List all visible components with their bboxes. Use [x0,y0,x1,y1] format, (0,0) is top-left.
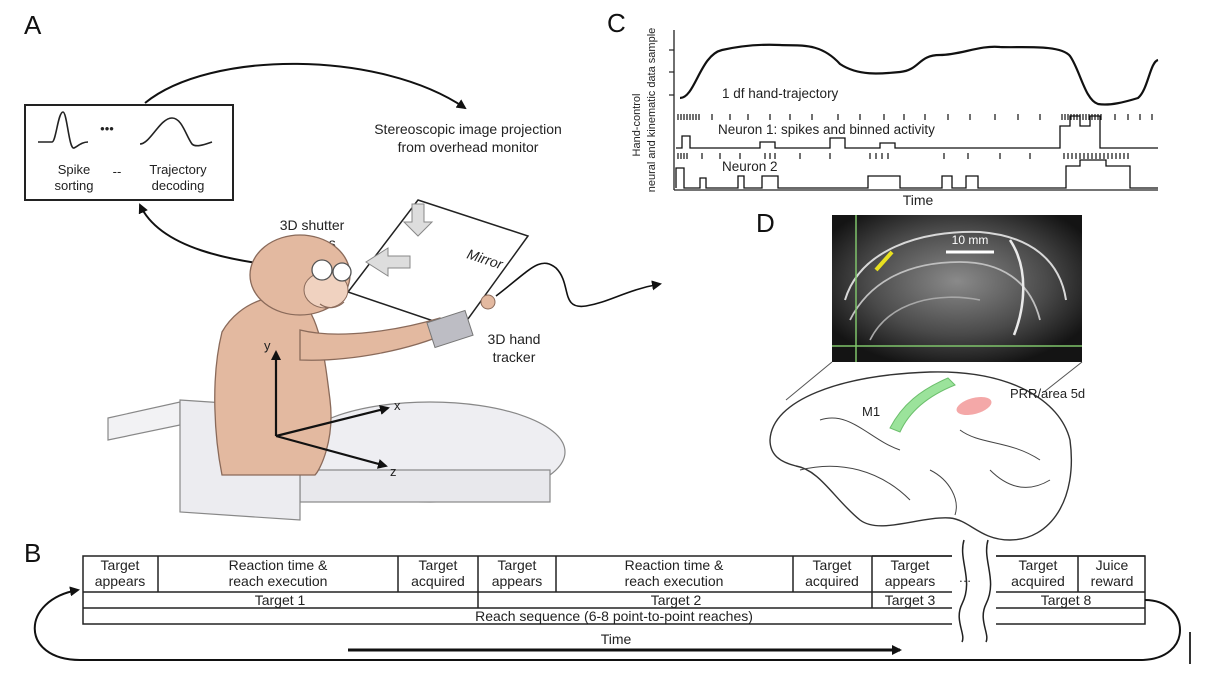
primate-chair [107,399,566,521]
coordinate-axes: y x z [264,338,401,479]
projection-arrow-left [365,247,411,277]
ylabel-line-1: Hand-control [631,94,643,157]
neuron-1-spike-raster [677,114,1153,120]
cell-target-2: Target 2 [651,592,702,608]
spike-sorting-label-1: Spike [58,162,91,177]
tracker-cable [495,262,662,308]
projection-arrow-down [402,203,434,237]
panel-c-xlabel: Time [903,192,934,208]
trace-label-neuron-2: Neuron 2 [722,159,778,174]
panel-label-b: B [24,538,41,568]
cell-target-appears-1-b: appears [95,573,146,589]
decoding-box: ••• -- Spike sorting Trajectory decoding [24,104,234,201]
trajectory-decoding-label-2: decoding [152,178,205,193]
cell-target-acquired-1-a: Target [419,557,458,573]
neuron-2-spike-raster [677,153,1129,159]
break-mark-left [958,539,968,643]
cell-target-acquired-8-b: acquired [1011,573,1065,589]
arrow-to-monitor [144,62,467,110]
hand-tracker-label-1: 3D hand [488,331,541,347]
cell-target-acquired-2-a: Target [813,557,852,573]
cell-target-acquired-8-a: Target [1019,557,1058,573]
cell-target-acquired-2-b: acquired [805,573,859,589]
cell-target-appears-3-b: appears [885,573,936,589]
scale-bar-label: 10 mm [952,233,989,247]
neuron-2-binned-activity [675,159,1158,189]
m1-region [889,377,956,433]
cell-target-1: Target 1 [255,592,306,608]
stereo-label-2: from overhead monitor [398,139,539,155]
panel-label-c: C [607,8,626,38]
spike-waveform [38,111,89,149]
ylabel-line-2: neural and kinematic data sample [646,28,658,192]
cell-target-appears-1-a: Target [101,557,140,573]
hand-trajectory-trace [679,43,1159,106]
zoom-line-right [1043,361,1083,393]
ellipsis-dots: ••• [100,121,114,136]
cell-target-acquired-1-b: acquired [411,573,465,589]
cell-reaction-2-b: reach execution [625,573,724,589]
hand-tracker-label-2: tracker [493,349,536,365]
trace-label-hand: 1 df hand-trajectory [722,86,839,101]
axis-label-x: x [394,398,401,413]
cell-target-3: Target 3 [885,592,936,608]
brain-outline: M1 PRR/area 5d [769,371,1085,541]
panel-c-ylabel: Hand-control neural and kinematic data s… [631,28,658,192]
cell-target-8: Target 8 [1041,592,1092,608]
cell-reach-sequence: Reach sequence (6-8 point-to-point reach… [475,608,753,624]
timeline-gap-ellipsis: … [959,570,972,585]
prr-label: PRR/area 5d [1010,386,1085,401]
cell-target-appears-2-b: appears [492,573,543,589]
panel-label-a: A [24,10,42,40]
dash-separator: -- [113,164,122,179]
stereo-label-1: Stereoscopic image projection [374,121,562,137]
time-label: Time [601,631,632,647]
spike-sorting-label-2: sorting [54,178,93,193]
break-mark-right [982,539,992,643]
trajectory-waveform [139,117,213,147]
panel-c-axes [669,30,1158,191]
cell-reaction-1-b: reach execution [229,573,328,589]
mri-image: 10 mm [832,215,1082,362]
cell-reaction-2-a: Reaction time & [625,557,724,573]
cell-target-appears-2-a: Target [498,557,537,573]
cell-target-appears-3-a: Target [891,557,930,573]
prr-region [956,396,992,416]
zoom-line-left [785,361,833,401]
shutter-label-1: 3D shutter [280,217,345,233]
axis-label-z: z [390,464,397,479]
table-break-gap [952,540,996,640]
row-2-cells: Target 1 Target 2 Target 3 Target 8 [255,592,1092,608]
row-1-cells: Target appears Reaction time & reach exe… [95,557,1134,589]
loop-back-arrow [33,586,1181,661]
trace-label-neuron-1: Neuron 1: spikes and binned activity [718,122,935,137]
cell-juice-reward-b: reward [1091,573,1134,589]
neuron-1-binned-activity [676,115,1158,149]
axis-label-y: y [264,338,271,353]
electrode-marker [874,250,894,272]
panel-label-d: D [756,208,775,238]
m1-label: M1 [862,404,880,419]
cell-juice-reward-a: Juice [1096,557,1129,573]
cell-reaction-1-a: Reaction time & [229,557,328,573]
trajectory-decoding-label-1: Trajectory [149,162,207,177]
